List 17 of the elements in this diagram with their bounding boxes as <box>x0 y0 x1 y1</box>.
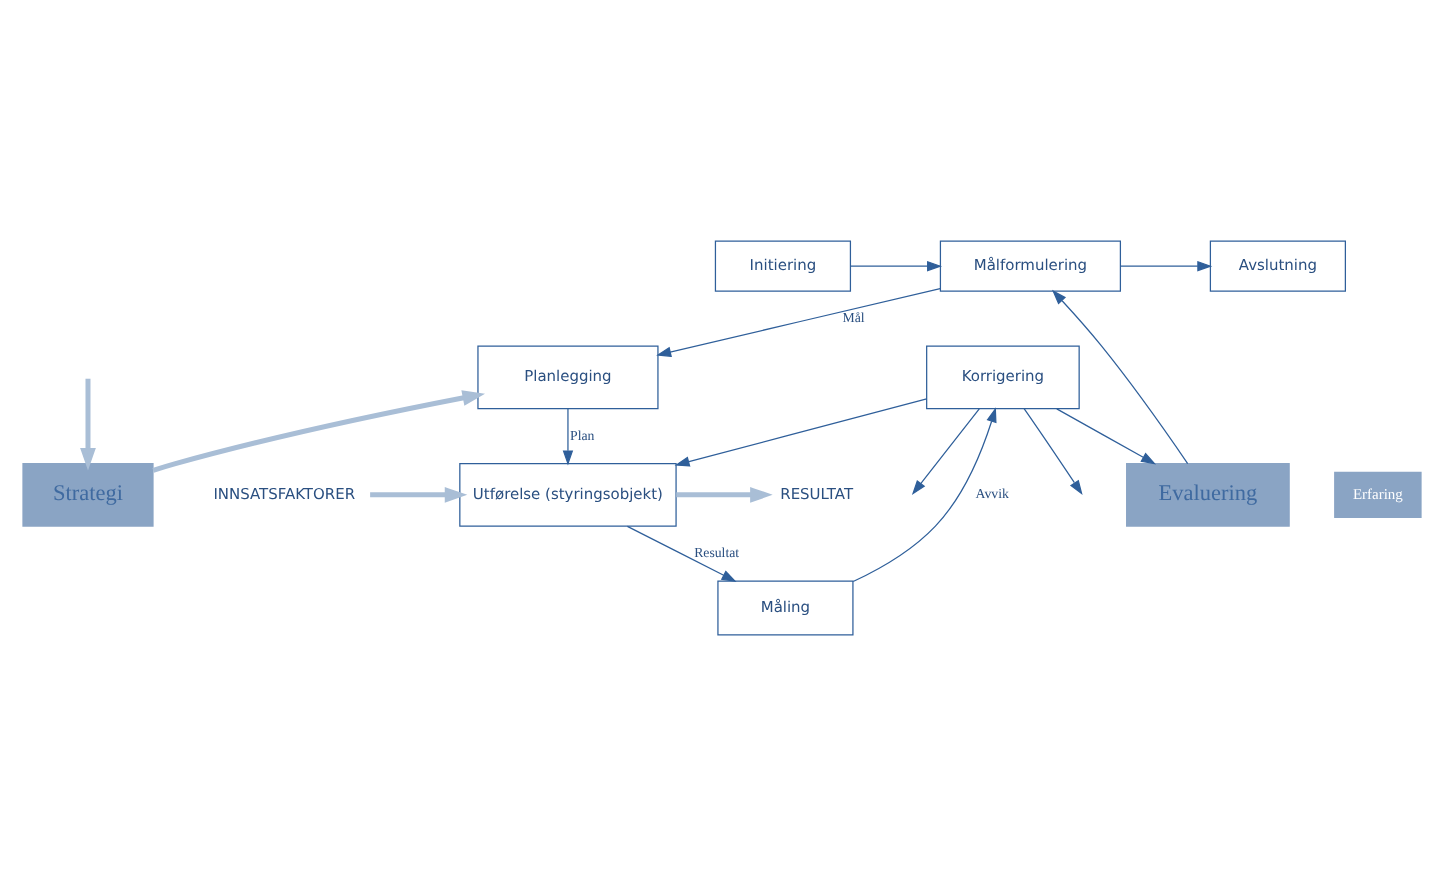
arrow <box>1119 259 1212 271</box>
arrow <box>1051 288 1188 464</box>
node-box: Strategi <box>21 462 153 526</box>
node-box: Evaluering <box>1125 462 1289 526</box>
arrow <box>1022 407 1082 495</box>
arrow <box>625 524 736 581</box>
arrow <box>1055 407 1156 464</box>
arrow <box>851 406 996 582</box>
arrow <box>369 485 467 502</box>
arrow <box>675 485 772 502</box>
arrow <box>561 407 573 465</box>
arrow <box>151 389 485 472</box>
arrow <box>673 397 927 466</box>
arrow <box>848 259 942 271</box>
arrow <box>910 407 979 494</box>
arrow <box>79 377 95 470</box>
arrow <box>655 287 940 357</box>
